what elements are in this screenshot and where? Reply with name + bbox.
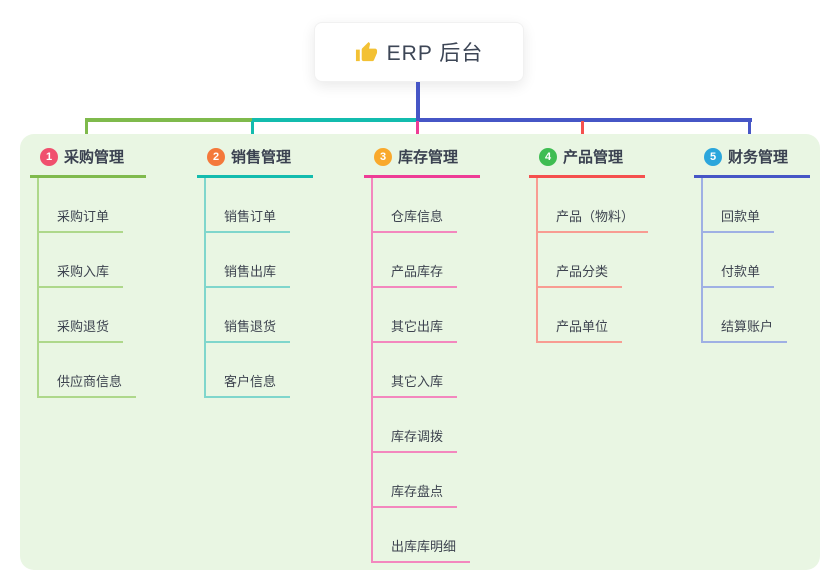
- branch-4: 4 产品管理 产品（物料） 产品分类 产品单位: [529, 146, 649, 343]
- branch-item: 回款单: [701, 178, 775, 233]
- branch-2: 2 销售管理 销售订单 销售出库 销售退货 客户信息: [197, 146, 313, 398]
- branch-item-label: 销售订单: [224, 209, 277, 224]
- branch-children: 仓库信息 产品库存 其它出库 其它入库 库存调拨 库存盘点 出库库明细: [371, 178, 480, 563]
- branch-item: 付款单: [701, 233, 775, 288]
- branch-1: 1 采购管理 采购订单 采购入库 采购退货 供应商信息: [30, 146, 146, 398]
- branch-5: 5 财务管理 回款单 付款单 结算账户: [694, 146, 810, 343]
- branch-item: 库存调拨: [371, 398, 458, 453]
- branches-panel: 1 采购管理 采购订单 采购入库 采购退货 供应商信息 2 销售管理 销售订单 …: [20, 134, 820, 570]
- drop-line-product: [581, 121, 584, 144]
- branch-item-label: 库存盘点: [391, 484, 444, 499]
- branch-header: 4 产品管理: [529, 146, 645, 178]
- branch-item: 采购入库: [37, 233, 124, 288]
- branch-item: 其它入库: [371, 343, 458, 398]
- branch-item: 其它出库: [371, 288, 458, 343]
- branch-number-badge: 2: [207, 147, 225, 166]
- branch-number-badge: 3: [374, 147, 392, 166]
- connector-segment-purchase: [85, 118, 252, 122]
- branch-item: 产品库存: [371, 233, 458, 288]
- branch-label: 销售管理: [231, 149, 292, 166]
- branch-item-label: 采购入库: [57, 264, 110, 279]
- branch-item: 销售退货: [204, 288, 291, 343]
- branch-item-label: 付款单: [721, 264, 761, 279]
- branch-item: 出库库明细: [371, 508, 471, 563]
- branch-header: 5 财务管理: [694, 146, 810, 178]
- connector-segment-sales: [252, 118, 417, 122]
- drop-line-sales: [251, 121, 254, 144]
- branch-item-label: 仓库信息: [391, 209, 444, 224]
- branch-item-label: 产品分类: [556, 264, 609, 279]
- branch-item: 销售订单: [204, 178, 291, 233]
- branch-item-label: 产品（物料）: [556, 209, 635, 224]
- branch-item-label: 回款单: [721, 209, 761, 224]
- branch-item: 产品（物料）: [536, 178, 649, 233]
- branch-number-badge: 1: [40, 147, 58, 166]
- branch-item-label: 产品单位: [556, 319, 609, 334]
- branch-item-label: 客户信息: [224, 374, 277, 389]
- branch-item: 采购订单: [37, 178, 124, 233]
- drop-line-purchase: [85, 121, 88, 144]
- connector-segment-right: [416, 118, 752, 122]
- drop-line-finance: [748, 121, 751, 144]
- branch-item-label: 其它入库: [391, 374, 444, 389]
- branch-item-label: 其它出库: [391, 319, 444, 334]
- thumbs-up-icon: [355, 41, 377, 61]
- branch-children: 销售订单 销售出库 销售退货 客户信息: [204, 178, 313, 398]
- branch-label: 采购管理: [64, 149, 125, 166]
- branch-item-label: 出库库明细: [391, 539, 457, 554]
- branch-number-badge: 4: [539, 147, 557, 166]
- root-node-erp: ERP 后台: [314, 22, 524, 82]
- branch-item: 采购退货: [37, 288, 124, 343]
- branch-children: 产品（物料） 产品分类 产品单位: [536, 178, 649, 343]
- branch-item: 销售出库: [204, 233, 291, 288]
- branch-header: 3 库存管理: [364, 146, 480, 178]
- branch-children: 采购订单 采购入库 采购退货 供应商信息: [37, 178, 146, 398]
- branch-item-label: 供应商信息: [57, 374, 123, 389]
- branch-item: 产品单位: [536, 288, 623, 343]
- branch-header: 1 采购管理: [30, 146, 146, 178]
- branch-number-badge: 5: [704, 147, 722, 166]
- branch-children: 回款单 付款单 结算账户: [701, 178, 810, 343]
- branch-item: 仓库信息: [371, 178, 458, 233]
- branch-item-label: 销售退货: [224, 319, 277, 334]
- drop-line-inventory: [416, 121, 419, 144]
- branch-item: 产品分类: [536, 233, 623, 288]
- branch-label: 财务管理: [728, 149, 789, 166]
- branch-item: 结算账户: [701, 288, 788, 343]
- branch-item-label: 采购退货: [57, 319, 110, 334]
- branch-item: 客户信息: [204, 343, 291, 398]
- branch-label: 产品管理: [563, 149, 624, 166]
- root-title: ERP 后台: [386, 42, 484, 65]
- root-connector-line: [416, 82, 420, 119]
- branch-header: 2 销售管理: [197, 146, 313, 178]
- branch-item-label: 采购订单: [57, 209, 110, 224]
- branch-item-label: 结算账户: [721, 319, 774, 334]
- branch-item: 库存盘点: [371, 453, 458, 508]
- thumbs-up-path: [355, 41, 377, 61]
- branch-item-label: 库存调拨: [391, 429, 444, 444]
- branch-label: 库存管理: [398, 149, 459, 166]
- branch-item: 供应商信息: [37, 343, 137, 398]
- branch-item-label: 销售出库: [224, 264, 277, 279]
- branch-3: 3 库存管理 仓库信息 产品库存 其它出库 其它入库 库存调拨 库存盘点 出库库…: [364, 146, 480, 563]
- branch-item-label: 产品库存: [391, 264, 444, 279]
